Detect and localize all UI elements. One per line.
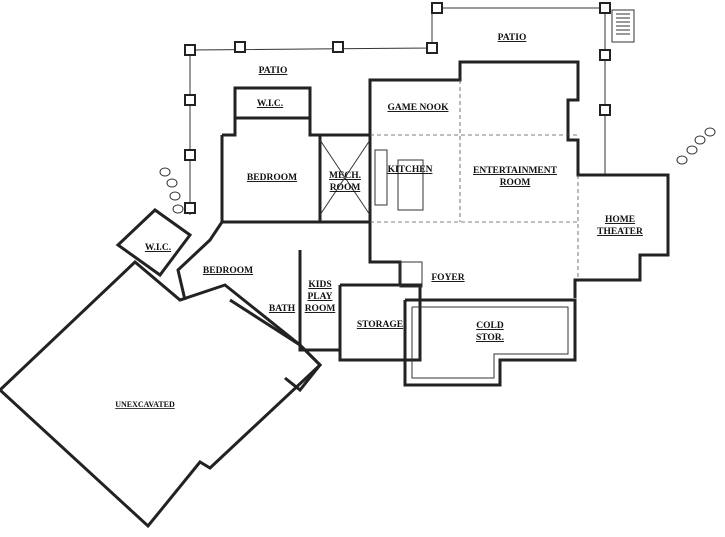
label-bedroom-upper: BEDROOM — [247, 173, 297, 183]
label-mech-room: MECH. — [329, 171, 361, 181]
patio-posts — [184, 2, 611, 214]
label-cold-storage: COLD — [476, 321, 504, 331]
label-cold-storage-2: STOR. — [476, 333, 504, 343]
label-game-nook: GAME NOOK — [388, 103, 450, 113]
label-bath: BATH — [269, 304, 296, 314]
exterior-stairs — [611, 9, 635, 43]
label-unexcavated: UNEXCAVATED — [115, 400, 175, 409]
label-home-theater-2: THEATER — [597, 227, 643, 237]
label-wic-lower: W.I.C. — [145, 243, 171, 253]
label-wic-upper: W.I.C. — [257, 99, 283, 109]
lower-left-wing — [0, 208, 323, 529]
label-kids-play-room-2: PLAY — [308, 292, 333, 302]
label-kids-play-room-3: ROOM — [305, 304, 336, 314]
label-entertainment-room-2: ROOM — [500, 178, 531, 188]
exterior-walls — [176, 60, 670, 393]
label-kids-play-room: KIDS — [308, 280, 331, 290]
label-patio-left: PATIO — [259, 66, 288, 76]
label-kitchen: KITCHEN — [388, 165, 433, 175]
label-home-theater: HOME — [605, 215, 635, 225]
label-foyer: FOYER — [431, 273, 464, 283]
label-entertainment-room: ENTERTAINMENT — [473, 166, 558, 176]
label-patio-top: PATIO — [498, 33, 527, 43]
label-mech-room-2: ROOM — [330, 183, 361, 193]
interior-walls — [235, 80, 579, 288]
room-labels: PATIO PATIO W.I.C. GAME NOOK BEDROOM MEC… — [115, 33, 643, 409]
label-bedroom-lower: BEDROOM — [203, 266, 253, 276]
label-storage: STORAGE — [357, 320, 403, 330]
stepping-stones — [159, 127, 716, 214]
